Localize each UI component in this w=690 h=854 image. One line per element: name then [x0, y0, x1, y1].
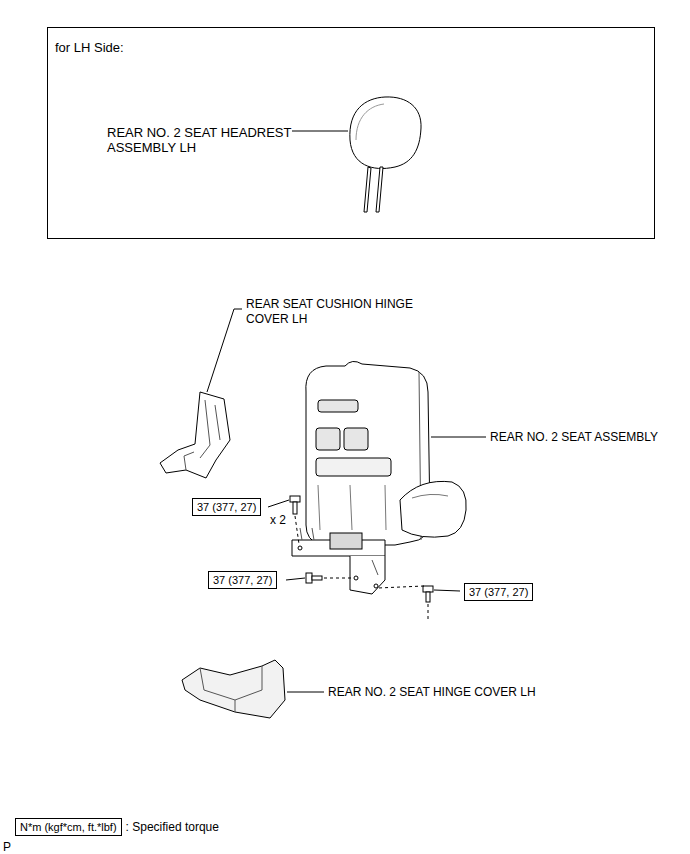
bolt-hole [354, 576, 358, 580]
bolt [312, 576, 322, 580]
seat-panel [316, 458, 391, 476]
torque-box: 37 (377, 27) [192, 498, 261, 516]
box-text: 37 (377, 27) [197, 500, 256, 514]
hinge-cover-detail [200, 666, 262, 712]
box-text: N*m (kgf*cm, ft.*lbf) [20, 820, 117, 834]
seat-bracket [300, 528, 378, 575]
install-line [324, 578, 352, 579]
legend-text: : Specified torque [126, 820, 219, 835]
hinge-cover-figure [160, 392, 230, 478]
part-name: REAR NO. 2 SEAT ASSEMBLY [490, 430, 658, 445]
leader-line [287, 692, 324, 693]
leader-line [286, 578, 305, 580]
bolt [423, 586, 433, 592]
seat-panel [318, 400, 358, 412]
install-line [428, 604, 429, 620]
leader-line [268, 500, 289, 507]
torque-unit-box: N*m (kgf*cm, ft.*lbf) [15, 818, 122, 836]
part-name: REAR NO. 2 SEAT HEADREST ASSEMBLY LH [107, 125, 312, 155]
torque-box: 37 (377, 27) [464, 583, 533, 601]
bolt [306, 573, 312, 583]
hinge-cover-detail [184, 400, 220, 470]
leader-line [292, 131, 348, 132]
bolt [293, 502, 297, 514]
bolt [426, 592, 430, 602]
headrest-post [364, 167, 371, 212]
seat-seam [318, 485, 386, 530]
seat-panel [316, 428, 340, 450]
seat-panel [344, 428, 368, 450]
seat-motor [330, 533, 362, 549]
headrest-figure [350, 97, 421, 169]
leader-line [431, 437, 486, 438]
install-line [378, 586, 424, 588]
seat-cushion-figure [400, 481, 466, 537]
hinge-cover-figure [182, 660, 285, 718]
leader-line [207, 309, 242, 392]
detail-panel: for LH Side: REAR NO. 2 SEAT HEADREST ASS… [47, 27, 655, 239]
bolt-hole [374, 584, 378, 588]
quantity-label: x 2 [270, 513, 286, 528]
seat-cushion-seam [412, 494, 448, 498]
page-mark: P [3, 840, 11, 854]
leader-line [434, 590, 460, 591]
box-text: 37 (377, 27) [469, 585, 528, 599]
bolt-hole [298, 546, 302, 550]
box-text: 37 (377, 27) [213, 573, 272, 587]
torque-box: 37 (377, 27) [208, 571, 277, 589]
part-name: REAR NO. 2 SEAT HINGE COVER LH [328, 685, 536, 700]
part-name: REAR SEAT CUSHION HINGE COVER LH [246, 297, 431, 327]
panel-heading: for LH Side: [55, 40, 124, 55]
install-line [295, 516, 299, 544]
headrest-post [376, 167, 383, 212]
headrest-shade [356, 104, 384, 140]
bolt [290, 496, 300, 502]
